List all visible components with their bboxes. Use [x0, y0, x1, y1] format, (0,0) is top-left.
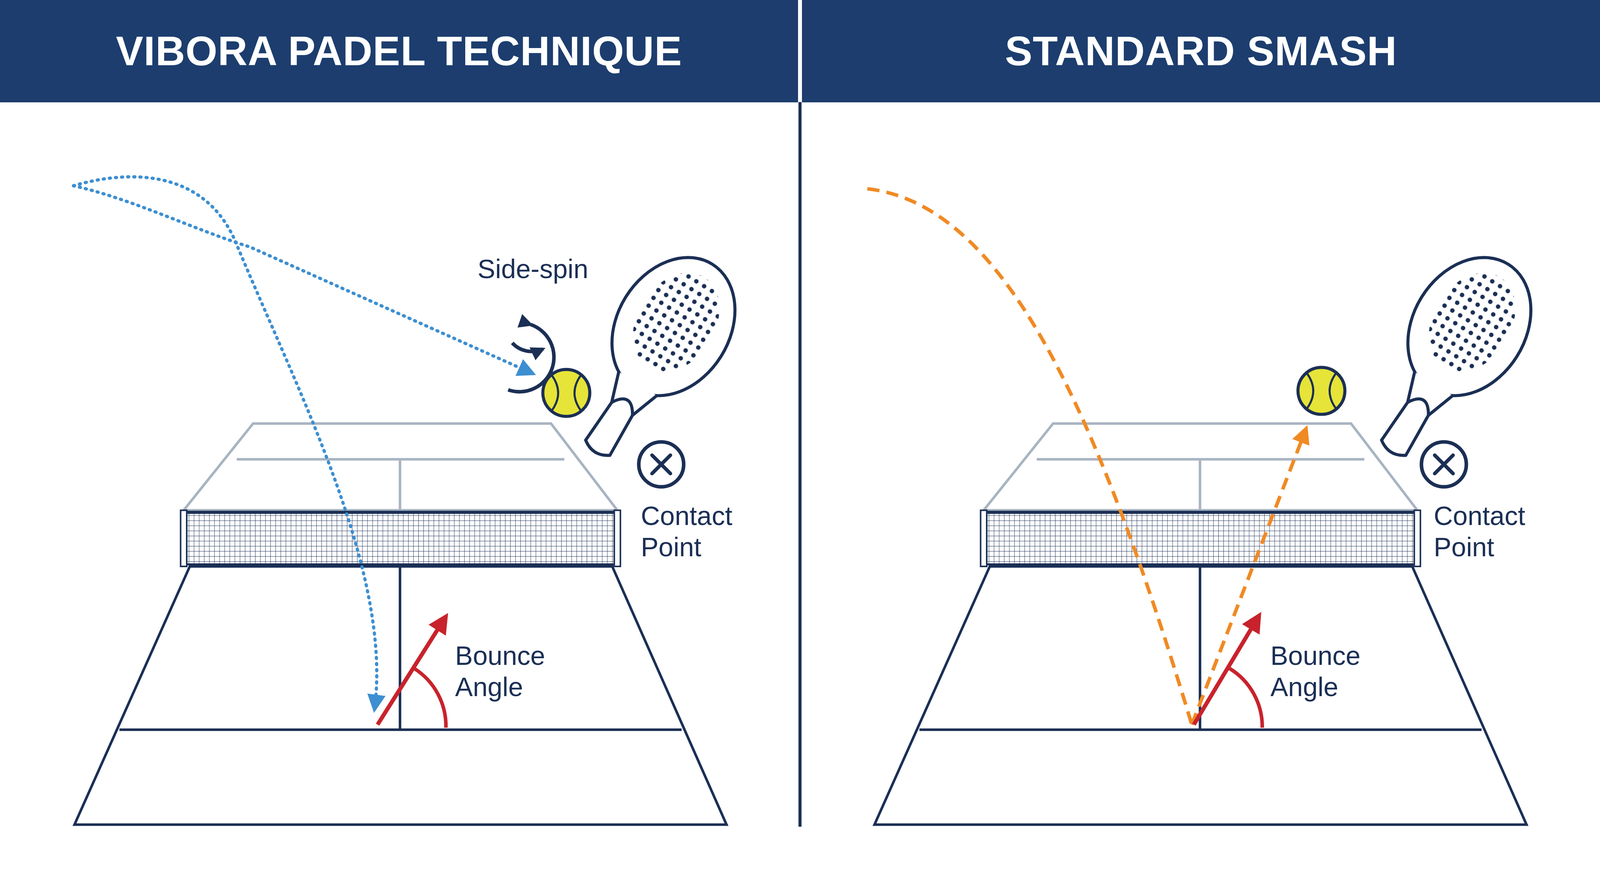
contact-mark: [638, 441, 684, 487]
panel-title: STANDARD SMASH: [1005, 27, 1398, 75]
header-band: STANDARD SMASH: [801, 0, 1600, 103]
panel-title: VIBORA PADEL TECHNIQUE: [116, 27, 683, 75]
padel-court: [874, 423, 1527, 825]
contact-label: Contact Point: [640, 500, 763, 563]
spin-arrow: [512, 342, 543, 352]
angle-label: Bounce Angle: [1270, 639, 1393, 703]
angle-arc: [414, 668, 447, 728]
bounce-arrow: [377, 616, 447, 725]
bounce-arrow: [1193, 615, 1259, 725]
header-band: VIBORA PADEL TECHNIQUE: [0, 0, 799, 103]
padel-court: [74, 423, 727, 825]
ball-trajectory: [73, 185, 533, 374]
ball-trajectory: [73, 176, 377, 710]
angle-arc: [1229, 668, 1263, 728]
ball-trajectory: [867, 188, 1192, 725]
contact-mark: [1421, 441, 1467, 487]
contact-label: Contact Point: [1433, 500, 1556, 563]
ball: [1298, 367, 1345, 415]
spin-label: Side-spin: [477, 253, 589, 285]
spin-arrow: [508, 324, 554, 392]
angle-label: Bounce Angle: [455, 639, 578, 703]
divider: [798, 101, 802, 827]
